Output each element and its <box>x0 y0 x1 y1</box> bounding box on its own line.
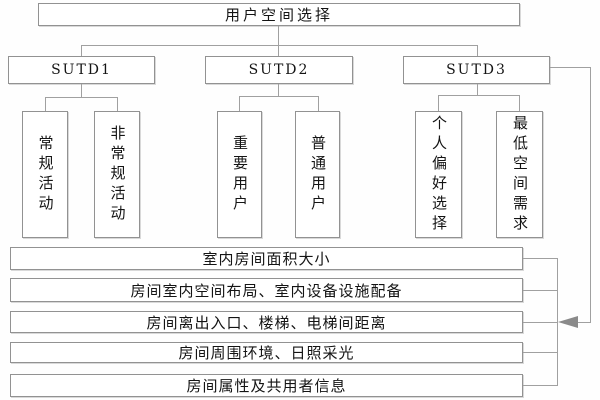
connector-sutd3-right <box>550 67 591 68</box>
connector-sutd3-stub <box>477 45 478 56</box>
connector-sutd3-down <box>477 84 478 95</box>
criteria-distance-entrance-stairs-elevator: 房间离出入口、楼梯、电梯间距离 <box>10 311 523 333</box>
node-irregular-activities-label: 非常规活动 <box>108 124 127 225</box>
criteria-environment-label: 房间周围环境、日照采光 <box>178 344 355 362</box>
connector-sutd1-stub <box>81 45 82 56</box>
connector-regular-stub <box>45 97 46 111</box>
connector-criteria2-stub <box>523 290 557 291</box>
criteria-environment-daylight: 房间周围环境、日照采光 <box>10 342 523 363</box>
connector-irregular-stub <box>117 97 118 111</box>
node-sutd1: SUTD1 <box>8 56 155 84</box>
connector-criteria-bus <box>557 258 558 386</box>
criteria-layout-equipment-label: 房间室内空间布局、室内设备设施配备 <box>130 281 403 300</box>
node-sutd2: SUTD2 <box>205 56 353 84</box>
node-minimum-space-demand: 最低空间需求 <box>496 111 543 238</box>
node-irregular-activities: 非常规活动 <box>94 111 140 238</box>
connector-sutd1-down <box>81 84 82 97</box>
criteria-layout-equipment: 房间室内空间布局、室内设备设施配备 <box>10 278 523 302</box>
criteria-room-area-label: 室内房间面积大小 <box>202 250 331 268</box>
connector-minspace-stub <box>519 95 520 111</box>
connector-preference-stub <box>438 95 439 111</box>
connector-sutd3-children-branch <box>438 95 520 96</box>
node-ordinary-users: 普通用户 <box>295 111 340 238</box>
connector-right-vertical <box>590 67 591 323</box>
node-minimum-space-demand-label: 最低空间需求 <box>511 114 529 235</box>
connector-sutd1-children-branch <box>45 97 118 98</box>
node-important-users-label: 重要用户 <box>231 134 249 215</box>
connector-important-stub <box>239 96 240 111</box>
node-sutd3-label: SUTD3 <box>446 62 507 78</box>
criteria-room-area: 室内房间面积大小 <box>10 247 523 270</box>
connector-criteria4-stub <box>523 352 557 353</box>
node-regular-activities: 常规活动 <box>22 111 68 238</box>
connector-ordinary-stub <box>318 96 319 111</box>
connector-sutd2-stub <box>278 45 279 56</box>
connector-sutd2-down <box>278 84 279 96</box>
criteria-distance-label: 房间离出入口、楼梯、电梯间距离 <box>146 313 387 332</box>
node-personal-preference-label: 个人偏好选择 <box>430 114 448 235</box>
node-sutd3: SUTD3 <box>403 56 550 84</box>
connector-sutd2-children-branch <box>239 96 319 97</box>
connector-sutd-branch <box>81 45 478 46</box>
connector-arrow-shaft <box>577 322 591 323</box>
root-node-label: 用户空间选择 <box>224 6 333 24</box>
node-sutd2-label: SUTD2 <box>248 62 310 78</box>
criteria-attributes-cousers: 房间属性及共用者信息 <box>10 374 523 397</box>
arrowhead-left-icon <box>558 316 578 328</box>
node-personal-preference: 个人偏好选择 <box>415 111 462 238</box>
root-node-user-space-selection: 用户空间选择 <box>38 3 520 26</box>
connector-criteria1-stub <box>523 258 557 259</box>
connector-title-down <box>278 26 279 45</box>
connector-criteria5-stub <box>523 385 557 386</box>
criteria-attributes-label: 房间属性及共用者信息 <box>186 377 347 395</box>
node-ordinary-users-label: 普通用户 <box>309 134 327 215</box>
node-important-users: 重要用户 <box>217 111 262 238</box>
node-sutd1-label: SUTD1 <box>51 62 112 78</box>
connector-criteria3-stub <box>523 322 557 323</box>
node-regular-activities-label: 常规活动 <box>36 134 55 215</box>
